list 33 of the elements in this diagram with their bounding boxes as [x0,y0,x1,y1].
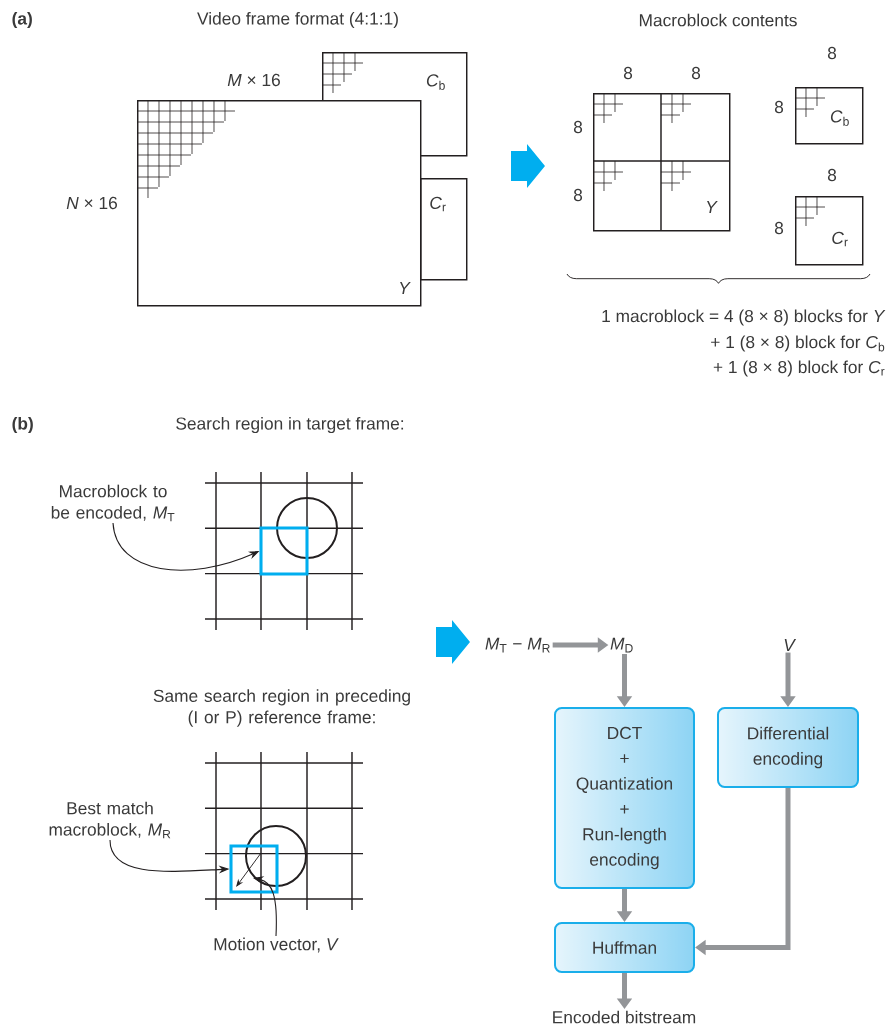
block-box: C$_{b}$ [794,86,864,145]
panel-label: (b) [12,416,33,434]
heading: Same search region in preceding (I or P) reference frame: [153,689,410,727]
frame-box: Y [136,99,422,307]
leader-line [253,876,277,937]
formula-text: + 1 (8 × 8) block for C$_{b}$ [711,335,885,352]
macroblock-outline [229,844,279,894]
formula-text: 1 macroblock = 4 (8 × 8) blocks for Y [602,309,886,326]
heading: Video frame format (4:1:1) [197,11,398,29]
heading: Macroblock contents [639,13,797,27]
macroblock-outline [259,526,309,576]
callout-text: Macroblock to be encoded, M$_{T}$ [51,484,175,522]
formula-text: M$_{D}$ [610,637,633,653]
formula-text: M$_{T}$ − M$_{R}$ [485,637,550,653]
macroblock-box: Y [592,92,731,232]
process-box: Huffman [554,922,695,973]
process-box: DCT + Quantization + Run-length encoding [554,707,695,889]
formula-text: + 1 (8 × 8) block for C$_{r}$ [713,360,885,377]
heading: Search region in target frame: [176,416,404,434]
size-label: 8 [827,168,837,182]
size-label: 8 [827,46,837,60]
panel-label: (a) [12,11,32,29]
formula-text: V [784,639,797,651]
dimension-label: N × 16 [66,196,117,210]
block-box: C$_{r}$ [794,195,864,266]
callout-text: Best match macroblock, M$_{R}$ [49,801,171,839]
callout-text: Motion vector, V [214,937,339,953]
frame-box: C$_{r}$ [420,178,468,281]
output-text: Encoded bitstream [553,1010,696,1024]
process-box: Differential encoding [717,707,859,788]
size-label: 8 [774,100,784,114]
size-label: 8 [774,221,784,235]
dimension-label: M × 16 [227,73,280,87]
